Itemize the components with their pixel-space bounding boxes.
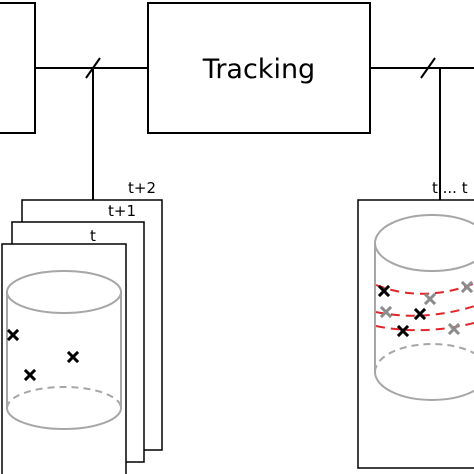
history-marker-2 — [460, 280, 474, 294]
cylinder-output — [374, 214, 474, 401]
tracking-block — [147, 2, 371, 134]
tracked-marker-1 — [377, 284, 391, 298]
frame-label-t-plus-1: t+1 — [108, 202, 136, 220]
tracking-label: Tracking — [202, 54, 315, 85]
cylinder-input-bottom-front — [6, 407, 122, 430]
trajectory-2 — [375, 305, 474, 317]
tracked-marker-3 — [396, 324, 410, 338]
left-block-partial — [0, 2, 36, 134]
trajectory-3 — [375, 321, 474, 332]
detection-marker-2 — [66, 350, 80, 364]
detection-marker-3 — [23, 368, 37, 382]
tracked-marker-2 — [413, 307, 427, 321]
frame-label-t-plus-2: t+2 — [128, 179, 156, 197]
history-marker-4 — [447, 322, 461, 336]
frame-t — [1, 243, 127, 474]
detection-marker-1 — [6, 328, 20, 342]
output-frame — [357, 199, 474, 469]
slash-mark-right — [420, 57, 436, 79]
cylinder-input — [6, 270, 122, 430]
frame-label-t: t — [90, 227, 96, 245]
output-label: t ... t — [432, 179, 468, 197]
cylinder-output-bottom-back — [374, 343, 474, 373]
cylinder-input-bottom-back — [6, 386, 122, 409]
history-marker-1 — [423, 292, 437, 306]
history-marker-3 — [379, 305, 393, 319]
cylinder-output-bottom-front — [374, 371, 474, 401]
